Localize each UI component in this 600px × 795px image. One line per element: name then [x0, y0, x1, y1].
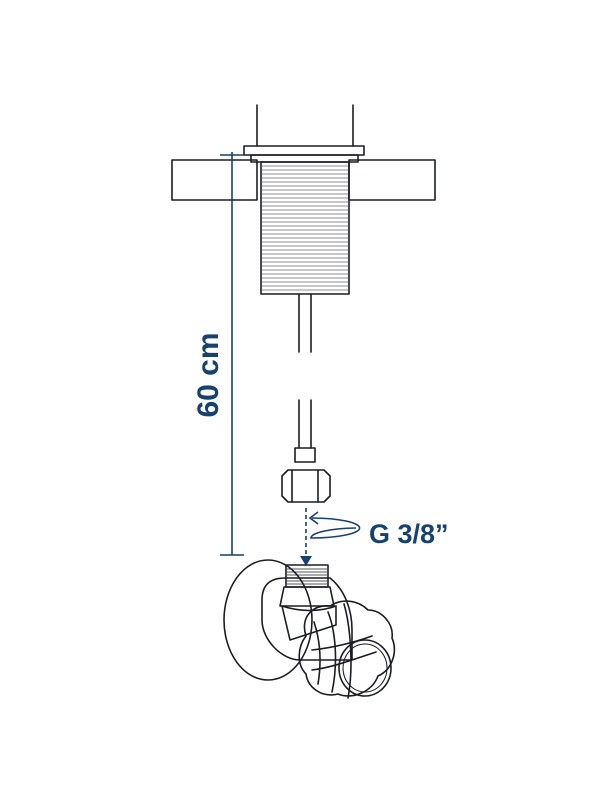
length-label: 60 cm [192, 332, 225, 417]
angle-valve [223, 559, 396, 699]
down-arrow-icon [300, 556, 312, 566]
faucet-pipes [256, 104, 354, 147]
flex-hose [294, 293, 316, 463]
length-dimension: 60 cm [192, 152, 244, 556]
hex-nut [281, 469, 331, 503]
threaded-shank [243, 145, 365, 295]
rotation-indicator: G 3/8” [300, 508, 449, 566]
thread-size-label: G 3/8” [369, 519, 449, 549]
valve-handle [298, 600, 396, 697]
